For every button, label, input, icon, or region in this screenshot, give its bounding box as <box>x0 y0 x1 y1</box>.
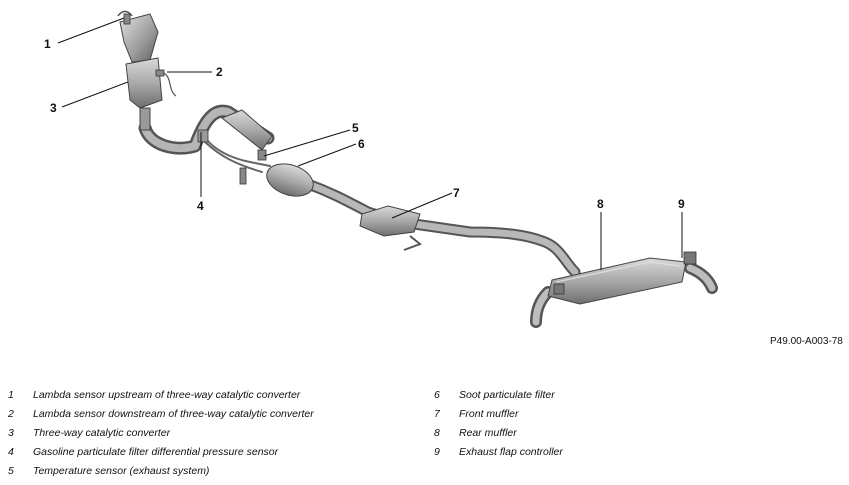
legend-item: 7 Front muffler <box>434 404 563 423</box>
legend-item: 8 Rear muffler <box>434 423 563 442</box>
callout-9: 9 <box>678 197 685 211</box>
soot-particulate-filter <box>266 163 314 197</box>
lambda-sensor-downstream <box>155 69 177 97</box>
legend-number: 2 <box>8 407 14 420</box>
legend-text: Lambda sensor upstream of three-way cata… <box>33 388 301 401</box>
legend-number: 3 <box>8 426 14 439</box>
legend-item: 3 Three-way catalytic converter <box>8 423 314 442</box>
legend-number: 6 <box>434 388 440 401</box>
three-way-catalytic-converter <box>119 13 163 131</box>
legend-number: 4 <box>8 445 14 458</box>
legend-number: 5 <box>8 464 14 477</box>
exhaust-system-diagram: 1 2 3 4 5 6 7 8 9 <box>44 10 718 328</box>
callout-2: 2 <box>216 65 223 79</box>
legend-number: 7 <box>434 407 440 420</box>
callout-labels: 1 2 3 4 5 6 7 8 9 <box>44 37 685 213</box>
legend-number: 1 <box>8 388 14 401</box>
legend-text: Exhaust flap controller <box>459 445 563 458</box>
filter-inlet-housing <box>221 109 273 151</box>
exhaust-flap-controller <box>553 251 697 295</box>
legend-text: Temperature sensor (exhaust system) <box>33 464 210 477</box>
callout-4: 4 <box>197 199 204 213</box>
lambda-sensor-upstream <box>117 10 133 25</box>
legend-number: 8 <box>434 426 440 439</box>
legend-item: 2 Lambda sensor downstream of three-way … <box>8 404 314 423</box>
exhaust-pipe <box>138 104 718 328</box>
callout-7: 7 <box>453 186 460 200</box>
temperature-sensor <box>239 149 267 185</box>
rear-muffler <box>547 257 687 305</box>
callout-1: 1 <box>44 37 51 51</box>
callout-3: 3 <box>50 101 57 115</box>
legend-text: Front muffler <box>459 407 519 420</box>
differential-pressure-sensor <box>197 129 209 143</box>
callout-6: 6 <box>358 137 365 151</box>
legend-item: 5 Temperature sensor (exhaust system) <box>8 461 314 480</box>
legend-item: 1 Lambda sensor upstream of three-way ca… <box>8 385 314 404</box>
figure-reference: P49.00-A003-78 <box>770 336 843 347</box>
legend-column-right: 6 Soot particulate filter 7 Front muffle… <box>434 385 563 461</box>
legend-text: Rear muffler <box>459 426 517 439</box>
callout-5: 5 <box>352 121 359 135</box>
legend-number: 9 <box>434 445 440 458</box>
legend-text: Soot particulate filter <box>459 388 555 401</box>
front-muffler <box>359 205 422 251</box>
legend-text: Lambda sensor downstream of three-way ca… <box>33 407 314 420</box>
legend-item: 4 Gasoline particulate filter differenti… <box>8 442 314 461</box>
legend-item: 9 Exhaust flap controller <box>434 442 563 461</box>
legend-item: 6 Soot particulate filter <box>434 385 563 404</box>
legend-text: Gasoline particulate filter differential… <box>33 445 279 458</box>
legend-text: Three-way catalytic converter <box>33 426 171 439</box>
callout-8: 8 <box>597 197 604 211</box>
legend-column-left: 1 Lambda sensor upstream of three-way ca… <box>8 385 314 480</box>
callout-leaders <box>57 17 683 270</box>
